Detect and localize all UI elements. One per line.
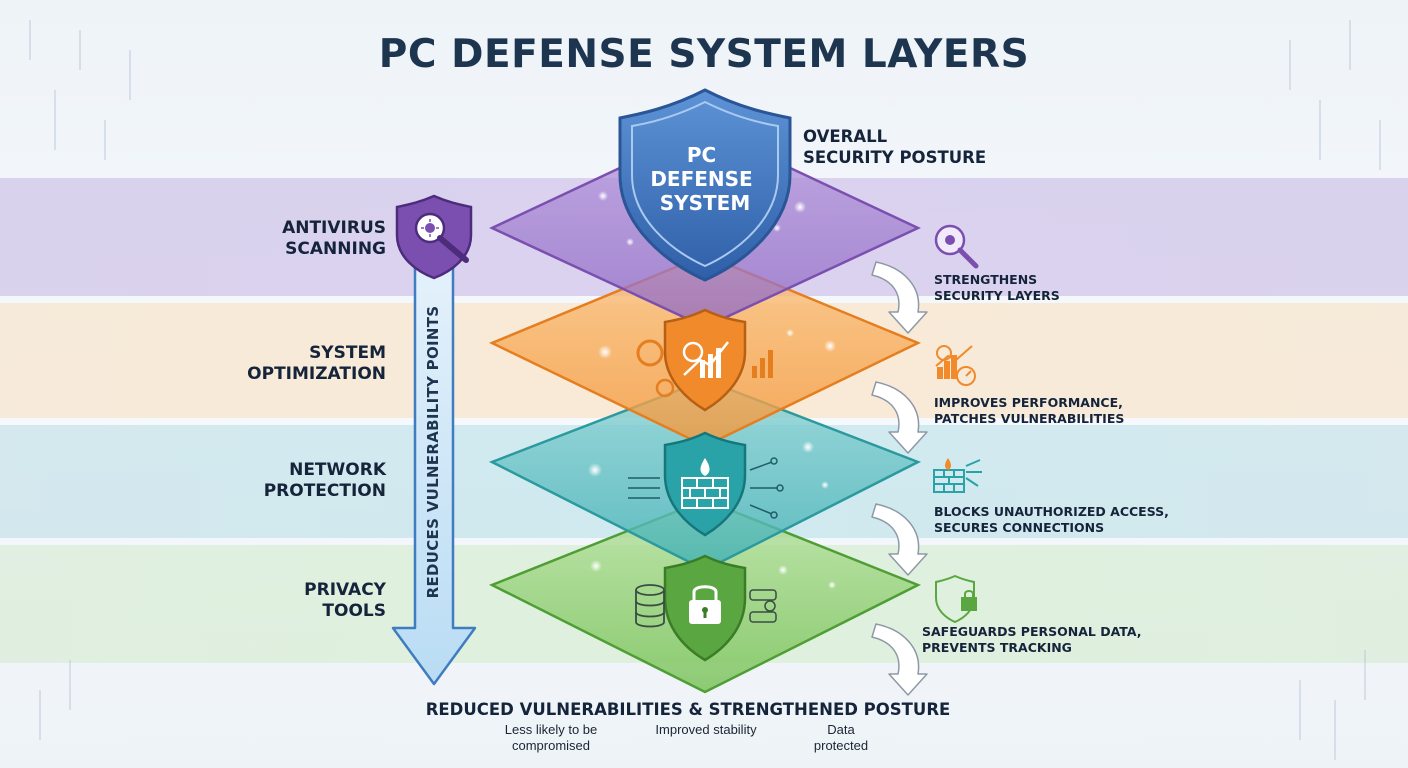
effect-label-optimization: IMPROVES PERFORMANCE, PATCHES VULNERABIL… [934,395,1125,426]
reduces-vulnerability-arrow [391,260,477,686]
page-title: PC DEFENSE SYSTEM LAYERS [378,32,1030,77]
padlock-icon [689,585,721,624]
bottom-title: REDUCED VULNERABILITIES & STRENGTHENED P… [425,700,951,719]
outcome-stability: Improved stability [655,722,757,737]
right-flow-arrows [871,261,928,696]
database-icon [635,584,665,628]
glow-dots [588,191,836,589]
outcome-compromised: Less likely to be compromised [504,722,598,754]
magnifier-handle [437,235,469,263]
brick-wall-icon [681,477,729,509]
effect-label-antivirus: STRENGTHENS SECURITY LAYERS [934,272,1060,303]
layer-label-privacy: PRIVACY TOOLS [304,580,386,622]
effect-label-network: BLOCKS UNAUTHORIZED ACCESS, SECURES CONN… [934,504,1169,535]
privacy-shield [635,554,777,662]
magnifier-virus-icon [934,224,979,269]
layer-label-network: NETWORK PROTECTION [263,460,386,502]
vertical-arrow-label: REDUCES VULNERABILITY POINTS [424,305,442,599]
flame-icon [700,458,710,476]
layer-label-optimization: SYSTEM OPTIMIZATION [247,343,386,385]
gear-chart-icon [935,345,976,386]
virus-icon [425,223,435,233]
pc-defense-shield: PC DEFENSE SYSTEM [618,88,792,282]
flow-arrow-4 [871,623,928,696]
effect-label-privacy: SAFEGUARDS PERSONAL DATA, PREVENTS TRACK… [922,624,1142,655]
optimization-shield [636,308,773,412]
flow-arrow-2 [871,381,928,454]
outcome-data-protected: Data protected [813,722,869,754]
layer-label-antivirus: ANTIVIRUS SCANNING [282,218,386,260]
shield-text: PC DEFENSE SYSTEM [650,143,759,215]
firewall-shield [628,431,784,537]
antivirus-shield-icon [395,194,473,280]
background-code-lines [29,20,1381,760]
flow-arrow-3 [871,503,928,576]
firewall-icon [933,458,982,493]
flow-arrow-1 [871,261,928,334]
top-shield-caption: OVERALL SECURITY POSTURE [803,127,987,167]
gear-icon [682,341,704,363]
padlock-shield-icon [935,574,977,624]
